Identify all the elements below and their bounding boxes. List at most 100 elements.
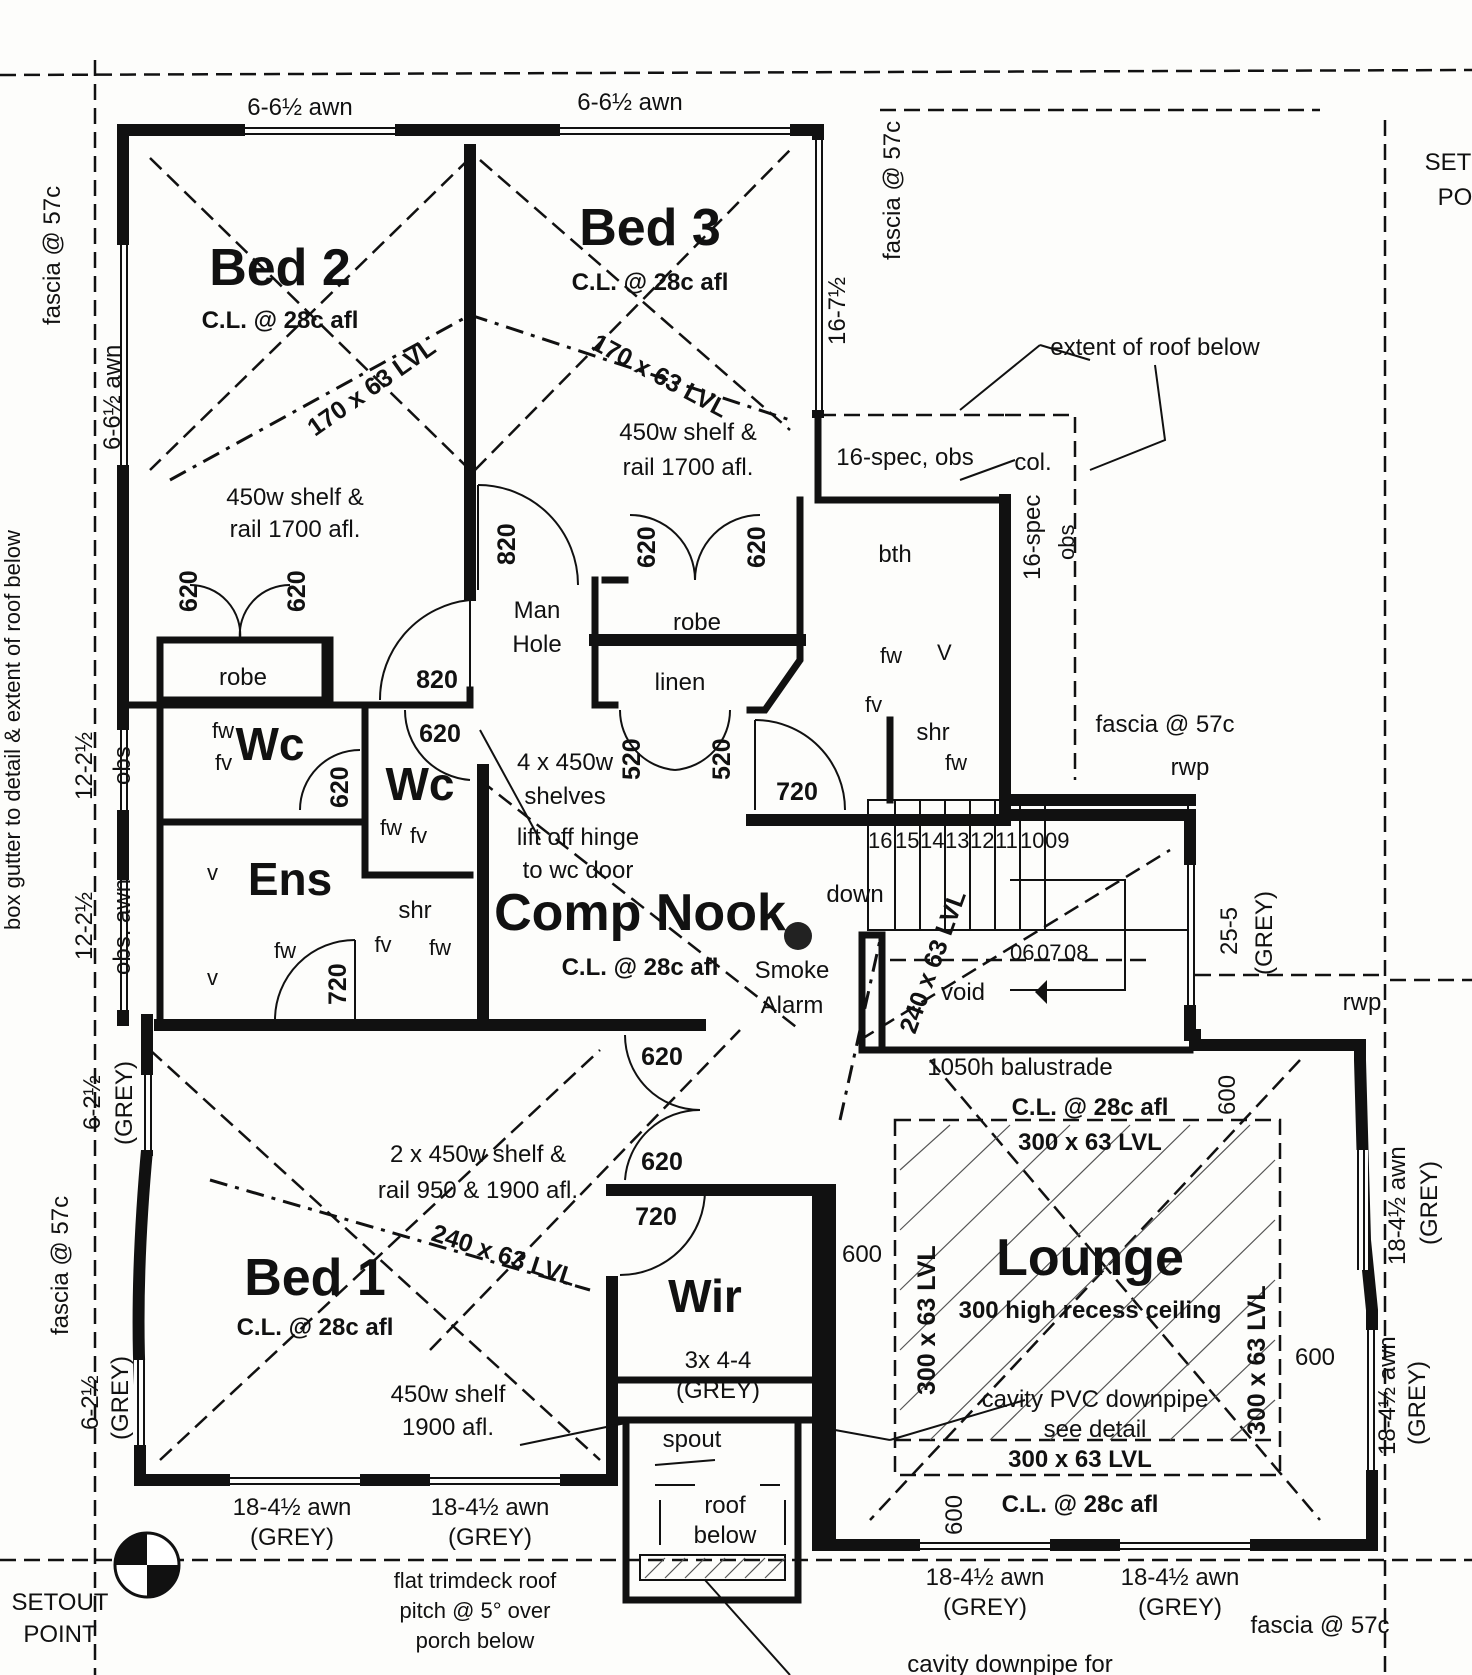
- bath-fw2: fw: [880, 643, 902, 668]
- stair-numbers: 16 15 14 13 12 11 10 09 06 07 08: [868, 828, 1088, 965]
- lounge-downpipe-2: see detail: [1044, 1416, 1147, 1443]
- window-label: (GREY): [250, 1524, 334, 1551]
- note-cavity-downpipe: cavity downpipe for: [907, 1651, 1112, 1675]
- door-size: 620: [283, 570, 311, 612]
- lounge-ceiling-bottom: C.L. @ 28c afl: [1002, 1491, 1159, 1518]
- comp-nook-ceiling: C.L. @ 28c afl: [562, 954, 719, 981]
- note-hinge-1: lift off hinge: [517, 824, 639, 851]
- bed1-title: Bed 1: [244, 1249, 386, 1307]
- window-label: (GREY): [1138, 1594, 1222, 1621]
- bed1-ceiling: C.L. @ 28c afl: [237, 1314, 394, 1341]
- wir-grey: (GREY): [676, 1377, 760, 1404]
- note-hinge-2: to wc door: [523, 857, 634, 884]
- ens-fv: fv: [374, 932, 391, 957]
- door-size: 620: [326, 766, 354, 808]
- window-label: (GREY): [111, 1061, 138, 1145]
- bed1-beam: 240 x 63 LVL: [428, 1219, 579, 1292]
- wc2-fw: fw: [380, 815, 402, 840]
- note-spec-obs: 16-spec, obs: [836, 444, 973, 471]
- window-label: 25-5: [1216, 907, 1243, 955]
- bed3-shelf: 450w shelf &: [619, 419, 756, 446]
- bed2-shelf: 450w shelf &: [226, 484, 363, 511]
- window-label: (GREY): [943, 1594, 1027, 1621]
- stair-num: 11: [995, 828, 1018, 853]
- bed2-title: Bed 2: [209, 239, 351, 297]
- note-fascia-bottom: fascia @ 57c: [1250, 1612, 1389, 1639]
- bed1-shelf: 2 x 450w shelf &: [390, 1141, 566, 1168]
- bed3-robe: robe: [673, 609, 721, 636]
- note-roof-below-2: below: [694, 1522, 757, 1549]
- window-label: 18-4½ awn: [431, 1494, 550, 1521]
- bed2-shelf2: rail 1700 afl.: [230, 516, 361, 543]
- stair-num: 15: [895, 828, 919, 853]
- comp-nook-title: Comp Nook: [494, 884, 786, 942]
- door-size: 720: [635, 1203, 677, 1231]
- door-size-labels: 620 620 820 820 620 620 620 620 520 520 …: [175, 523, 1335, 1535]
- window-label: obs. awn: [109, 879, 136, 975]
- door-size: 600: [1214, 1075, 1241, 1115]
- door-size: 820: [416, 666, 458, 694]
- window-label: (GREY): [448, 1524, 532, 1551]
- stair-num: 10: [1020, 828, 1044, 853]
- window-label: 18-4½ awn: [1374, 1336, 1401, 1455]
- note-setout-left-2: POINT: [23, 1621, 97, 1648]
- notes: 4 x 450w shelves lift off hinge to wc do…: [0, 121, 1472, 1675]
- internal-walls: [119, 144, 1196, 1551]
- bed2-robe: robe: [219, 664, 267, 691]
- note-box-gutter: box gutter to detail & extent of roof be…: [0, 530, 25, 930]
- window-label: 18-4½ awn: [1121, 1564, 1240, 1591]
- wir-size: 3x 4-4: [685, 1347, 752, 1374]
- bath-fw: fw: [945, 750, 967, 775]
- window-label: (GREY): [1251, 891, 1278, 975]
- note-roof-below-1: roof: [704, 1492, 746, 1519]
- note-rwp-1: rwp: [1171, 754, 1210, 781]
- window-label: obs: [109, 746, 136, 785]
- window-labels: 6-6½ awn 6-6½ awn 6-6½ awn 16-7½ 12-2½ o…: [71, 89, 1443, 1621]
- man-hole-label-1: Man: [514, 597, 561, 624]
- lounge-title: Lounge: [996, 1229, 1184, 1287]
- lounge-labels: Lounge 300 high recess ceiling C.L. @ 28…: [913, 1094, 1271, 1518]
- stair: [858, 799, 1194, 1054]
- door-size: 620: [633, 526, 661, 568]
- stair-num: 07: [1037, 940, 1061, 965]
- stair-num: 09: [1045, 828, 1069, 853]
- note-setout-right-2: PO: [1438, 184, 1472, 211]
- note-shelves-2: shelves: [524, 783, 605, 810]
- note-setout-left-1: SETOUT: [12, 1589, 109, 1616]
- lounge-hatch: [639, 1124, 1276, 1581]
- lounge-beam-left: 300 x 63 LVL: [913, 1245, 941, 1395]
- wir-title: Wir: [668, 1270, 742, 1322]
- void-label: void: [941, 979, 985, 1006]
- window-label: 6-6½ awn: [99, 345, 126, 450]
- bath-label: bth: [878, 541, 911, 568]
- setout-point-icon: [113, 1531, 181, 1599]
- door-size: 600: [1295, 1344, 1335, 1371]
- leader-lines: [479, 344, 1167, 1675]
- note-fascia-left-top: fascia @ 57c: [39, 186, 66, 325]
- note-extent-roof: extent of roof below: [1050, 334, 1260, 361]
- ens-fw2: fw: [429, 935, 451, 960]
- door-size: 620: [175, 570, 203, 612]
- wc1-fw: fw: [212, 718, 234, 743]
- window-label: 12-2½: [71, 892, 98, 960]
- stair-num: 06: [1010, 940, 1034, 965]
- window-label: 18-4½ awn: [926, 1564, 1045, 1591]
- door-size: 720: [776, 778, 818, 806]
- note-trimdeck-1: flat trimdeck roof: [394, 1568, 557, 1593]
- window-label: 6-6½ awn: [247, 94, 352, 121]
- door-size: 600: [941, 1495, 968, 1535]
- note-shelves-1: 4 x 450w: [517, 749, 614, 776]
- bed3-shelf2: rail 1700 afl.: [623, 454, 754, 481]
- ens-shr: shr: [398, 897, 431, 924]
- note-trimdeck-2: pitch @ 5° over: [400, 1598, 551, 1623]
- lounge-downpipe-1: cavity PVC downpipe: [982, 1386, 1209, 1413]
- door-swings: [189, 484, 846, 1276]
- stair-num: 13: [945, 828, 969, 853]
- window-label: (GREY): [107, 1356, 134, 1440]
- note-col: col.: [1014, 449, 1051, 476]
- boundary-lines: [0, 60, 1472, 1675]
- door-size: 620: [743, 526, 771, 568]
- window-label: 6-2½: [79, 1075, 106, 1130]
